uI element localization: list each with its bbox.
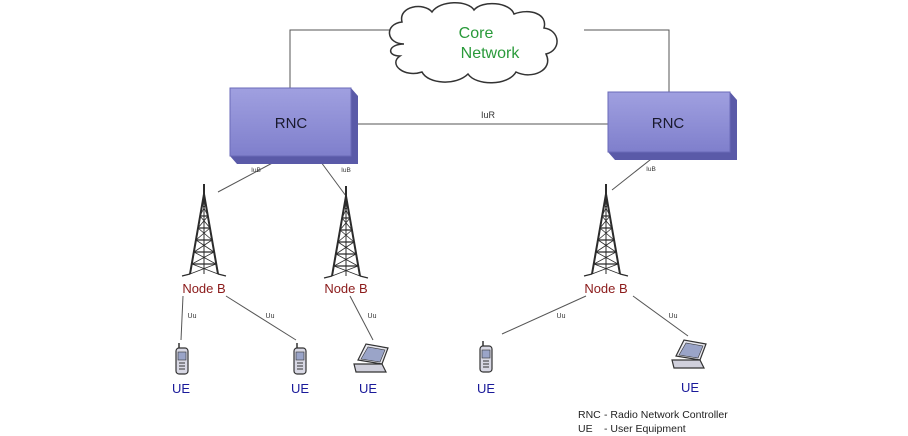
legend: RNC- Radio Network Controller UE - User E… (578, 408, 728, 436)
legend-desc: - User Equipment (604, 423, 686, 435)
iub-link-3 (611, 155, 656, 191)
iur-label: IuR (481, 110, 496, 120)
legend-abbr: RNC (578, 409, 601, 421)
ue-5-label: UE (681, 380, 699, 395)
legend-desc: - Radio Network Controller (604, 409, 728, 421)
ue-3-label: UE (359, 381, 377, 396)
legend-abbr: UE (578, 423, 593, 435)
rnc-right-label: RNC (652, 115, 685, 132)
core-network-label-line1: Core (459, 25, 494, 42)
uu-label-2: Uu (266, 313, 275, 320)
ue-2: UE (291, 342, 309, 396)
ue-3: UE (353, 343, 389, 396)
iub-label-3: IuB (646, 166, 656, 173)
uu-label-1: Uu (188, 313, 197, 320)
node-b-1-label: Node B (182, 281, 225, 296)
uu-link-5 (632, 295, 689, 337)
cell-tower-icon (181, 183, 227, 277)
mobile-phone-icon (479, 340, 493, 373)
laptop-icon (353, 343, 389, 373)
rnc-left: RNC (229, 87, 358, 164)
uu-link-3 (349, 295, 374, 341)
uu-link-4 (501, 295, 587, 335)
ue-1: UE (172, 342, 190, 396)
uu-label-3: Uu (368, 313, 377, 320)
ue-2-label: UE (291, 381, 309, 396)
uu-label-4: Uu (557, 313, 566, 320)
ue-4-label: UE (477, 381, 495, 396)
legend-item-rnc: RNC- Radio Network Controller (578, 408, 728, 422)
cell-tower-icon (583, 183, 629, 277)
node-b-2: Node B (323, 185, 369, 296)
iub-link-2 (317, 157, 347, 197)
mobile-phone-icon (175, 342, 189, 375)
node-b-3-label: Node B (584, 281, 627, 296)
uu-link-1 (180, 295, 184, 341)
iub-label-1: IuB (251, 167, 261, 174)
core-network-label-line2: Network (461, 45, 521, 62)
cell-tower-icon (323, 185, 369, 279)
rnc-right: RNC (607, 91, 737, 160)
uu-label-5: Uu (669, 313, 678, 320)
node-b-3: Node B (583, 183, 629, 296)
links (180, 29, 689, 341)
node-b-1: Node B (181, 183, 227, 296)
iub-link-1 (217, 159, 279, 193)
rnc-left-to-core-link (289, 29, 396, 88)
ue-1-label: UE (172, 381, 190, 396)
ue-5: UE (671, 339, 707, 395)
rnc-right-to-core-link (584, 29, 670, 92)
legend-item-ue: UE - User Equipment (578, 422, 728, 436)
node-b-2-label: Node B (324, 281, 367, 296)
ue-4: UE (477, 340, 495, 396)
rnc-left-label: RNC (275, 115, 308, 132)
core-network-cloud: Core Network (388, 2, 558, 84)
uu-link-2 (225, 295, 297, 341)
laptop-icon (671, 339, 707, 369)
iub-label-2: IuB (341, 167, 351, 174)
mobile-phone-icon (293, 342, 307, 375)
